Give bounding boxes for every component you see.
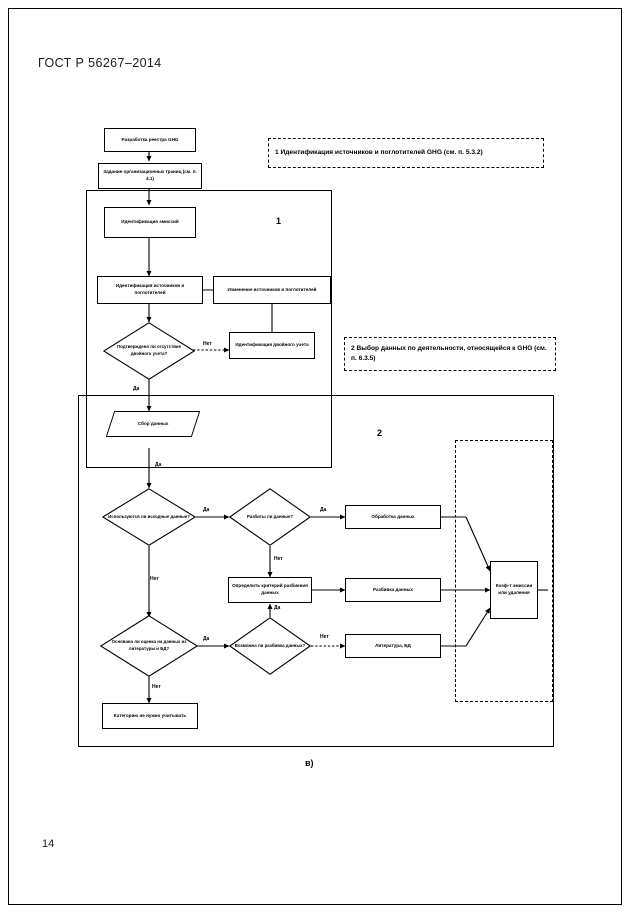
figure-caption: в)	[305, 758, 314, 768]
edge-label-split-check-yes: Да	[320, 507, 327, 513]
edge-label-literature-no: Нет	[152, 684, 161, 690]
group-label-2: 2	[377, 428, 383, 438]
node-use-source-data: Используются ли исходные данные?	[102, 488, 196, 546]
edge-label-use-source-yes: Да	[203, 507, 210, 513]
edge-label-split-criteria-yes: Да	[274, 605, 281, 611]
node-data-processing: Обработка данных	[345, 505, 441, 529]
group-frame-2	[78, 395, 554, 747]
standard-header: ГОСТ Р 56267–2014	[38, 56, 162, 70]
node-registry-development: Разработка реестра GHG	[104, 128, 196, 152]
edge-label-use-source-no: Нет	[150, 576, 159, 582]
node-no-need-category: Категорию не нужно учитывать	[102, 703, 198, 729]
node-change-sources: Изменение источников и поглотителей	[213, 276, 331, 304]
callout-identification: 1 Идентификация источников и поглотителе…	[268, 138, 544, 168]
node-identify-objects: Идентификация эмиссий	[104, 207, 196, 238]
node-label: Задание организационных границ (см. п. 4…	[103, 169, 197, 181]
node-label: Коэф-т эмиссии или удаления	[495, 583, 533, 595]
node-label: Используются ли исходные данные?	[108, 513, 190, 519]
node-label: Разбивка данных	[373, 586, 413, 592]
page-number: 14	[42, 838, 55, 850]
node-identify-double-count: Идентификация двойного учета	[229, 332, 315, 359]
edge-label-double-count-yes: Да	[133, 386, 140, 392]
edge-label-data-collection-yes: Да	[155, 462, 162, 468]
page-border	[8, 8, 622, 905]
callout-data-selection: 2 Выбор данных по деятельности, относяще…	[344, 337, 556, 371]
node-identify-sources: Идентификация источников и поглотителей	[97, 276, 203, 304]
node-label: Обработка данных	[371, 513, 415, 519]
node-label: Литература, БД	[375, 642, 411, 648]
node-label: Идентификация эмиссий	[121, 219, 179, 225]
node-org-boundaries: Задание организационных границ (см. п. 4…	[98, 163, 202, 189]
node-label: Разбиты ли данные?	[246, 513, 294, 519]
node-label: Подтверждено ли отсутствие двойного учет…	[116, 344, 182, 356]
node-label: Возможна ли разбивка данных?	[234, 642, 306, 648]
node-double-count-check: Подтверждено ли отсутствие двойного учет…	[103, 322, 195, 380]
edge-label-literature-yes: Да	[203, 636, 210, 642]
node-label: Определить критерий разбиения данных	[232, 583, 308, 595]
edge-label-double-count-no: Нет	[203, 341, 212, 347]
group-dashed-inner	[455, 440, 553, 702]
node-data-collection: Сбор данных	[105, 411, 201, 437]
group-label-1: 1	[276, 216, 282, 226]
node-data-split-check: Разбиты ли данные?	[229, 488, 311, 546]
node-data-splitting: Разбивка данных	[345, 578, 441, 602]
node-based-on-literature: Основана ли оценка на данных из литерату…	[100, 615, 198, 677]
node-emission-coefficient: Коэф-т эмиссии или удаления	[490, 561, 538, 619]
node-define-split-criteria: Определить критерий разбиения данных	[228, 577, 312, 603]
edge-label-split-possible-no: Нет	[320, 634, 329, 640]
node-label: Изменение источников и поглотителей	[227, 286, 317, 292]
node-label: Основана ли оценка на данных из литерату…	[111, 639, 187, 651]
group-frame-1	[86, 190, 332, 468]
node-label: Категорию не нужно учитывать	[113, 712, 187, 718]
node-split-possible: Возможна ли разбивка данных?	[229, 617, 311, 675]
edge-label-split-check-no: Нет	[274, 556, 283, 562]
node-label: Разработка реестра GHG	[121, 136, 179, 142]
node-label: Идентификация источников и поглотителей	[115, 283, 185, 295]
node-label: Идентификация двойного учета	[235, 342, 309, 348]
node-label: Сбор данных	[137, 420, 169, 426]
node-literature-db: Литература, БД	[345, 634, 441, 658]
